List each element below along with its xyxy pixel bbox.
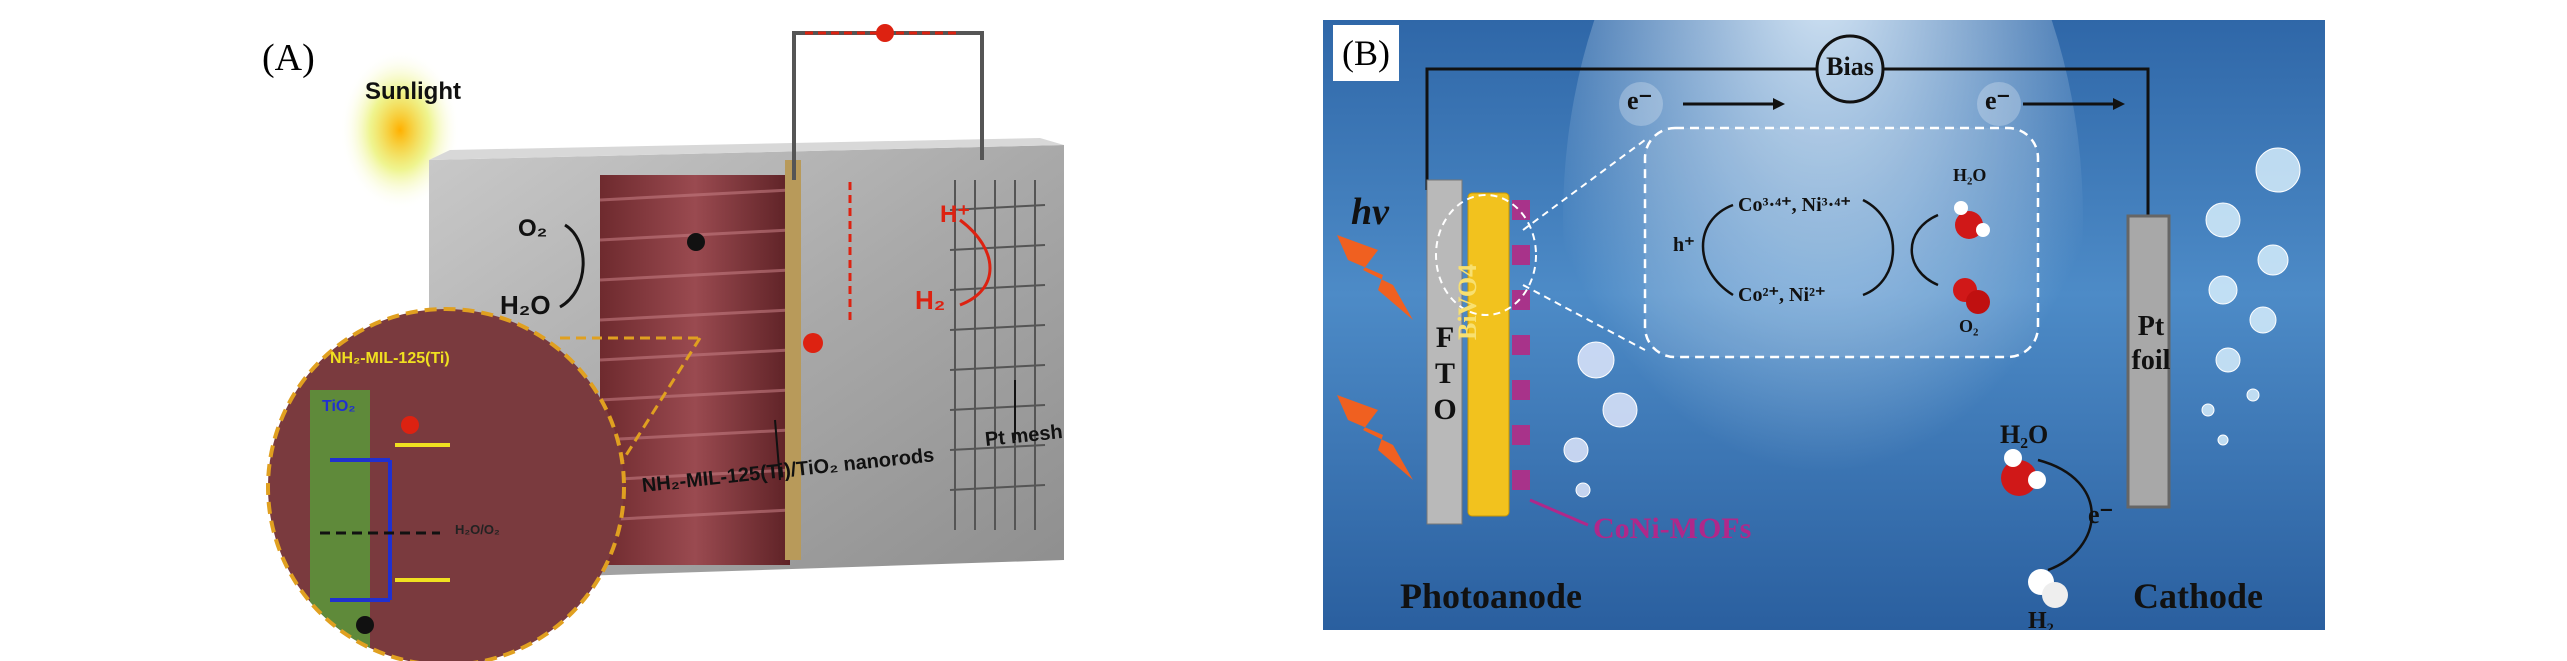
h2-label: H₂ bbox=[2028, 608, 2054, 630]
oxygen-molecule-icon bbox=[1953, 278, 1990, 314]
cathode-label: Cathode bbox=[2133, 576, 2264, 616]
inset-mof-label: NH₂-MIL-125(Ti) bbox=[330, 350, 450, 367]
bivo4-layer bbox=[1467, 192, 1510, 517]
water-molecule-icon bbox=[2001, 449, 2046, 496]
h2-bubbles bbox=[2201, 147, 2301, 446]
light-beam bbox=[1563, 20, 2083, 630]
reduction-arrow bbox=[2037, 458, 2093, 572]
o2-label: O₂ bbox=[1959, 316, 1979, 336]
inset-tio2-label: TiO₂ bbox=[322, 398, 356, 415]
zoom-box bbox=[1643, 126, 2040, 359]
bias-circle bbox=[1815, 34, 1885, 104]
hole-icon bbox=[687, 233, 705, 251]
pt-foil-label: Pt foil bbox=[2131, 311, 2171, 376]
panel-b-label: (B) bbox=[1333, 25, 1399, 81]
h2-label: H₂ bbox=[915, 285, 946, 315]
fto-layer bbox=[1426, 179, 1463, 525]
o2-bubbles bbox=[1563, 341, 1638, 498]
panel-a: (A) Sunlight O₂ H₂O H⁺ H₂ NH₂-MIL-125(Ti… bbox=[262, 24, 1064, 661]
h-plus-label: H⁺ bbox=[940, 201, 970, 228]
light-bolt-icon bbox=[1337, 235, 1413, 320]
sunlight-label: Sunlight bbox=[365, 78, 461, 105]
pt-mesh bbox=[949, 180, 1046, 530]
panel-a-label: (A) bbox=[262, 37, 315, 79]
electron-label: e⁻ bbox=[1985, 86, 2011, 115]
bias-label: Bias bbox=[1826, 52, 1874, 81]
pt-foil bbox=[2126, 214, 2171, 509]
panel-b: (B) Bias e⁻ e⁻ hv F T O BiVO4 h⁺ Co³·⁴⁺,… bbox=[1323, 20, 2325, 630]
electron-icon bbox=[876, 24, 894, 42]
co-ni-high-label: Co³·⁴⁺, Ni³·⁴⁺ bbox=[1738, 194, 1851, 216]
coni-mof-plates bbox=[1512, 200, 1530, 490]
electron-label: e⁻ bbox=[1627, 86, 1653, 115]
electron-label: e⁻ bbox=[2088, 500, 2114, 529]
panel-a-illustration bbox=[266, 24, 1064, 661]
h-plus-label: h⁺ bbox=[1673, 234, 1695, 256]
light-bolt-icon bbox=[1337, 395, 1413, 480]
water-molecule-icon bbox=[1954, 201, 1990, 239]
inset-redox-label: H₂O/O₂ bbox=[455, 522, 500, 537]
substrate bbox=[785, 160, 801, 560]
panel-b-illustration bbox=[1337, 20, 2301, 630]
electron-icon bbox=[803, 333, 823, 353]
h2-molecule-icon bbox=[2028, 569, 2068, 608]
photoanode-label: Photoanode bbox=[1400, 576, 1583, 616]
hv-label: hv bbox=[1351, 191, 1389, 233]
o2-label: O₂ bbox=[518, 215, 548, 242]
h2o-bottom-label: H₂O bbox=[2000, 420, 2049, 449]
fto-label: F T O bbox=[1433, 321, 1457, 426]
bivo4-label: BiVO4 bbox=[1453, 263, 1482, 340]
h2o-label: H₂O bbox=[500, 290, 551, 320]
reaction-arrow bbox=[559, 223, 585, 309]
reaction-arrow bbox=[959, 218, 992, 307]
cycle-arrow bbox=[1701, 203, 1734, 297]
coni-mofs-label: CoNi-MOFs bbox=[1593, 512, 1752, 545]
h2o-top-label: H₂O bbox=[1953, 165, 1987, 185]
circuit-wire bbox=[1425, 67, 1817, 190]
co-ni-low-label: Co²⁺, Ni²⁺ bbox=[1738, 284, 1826, 306]
